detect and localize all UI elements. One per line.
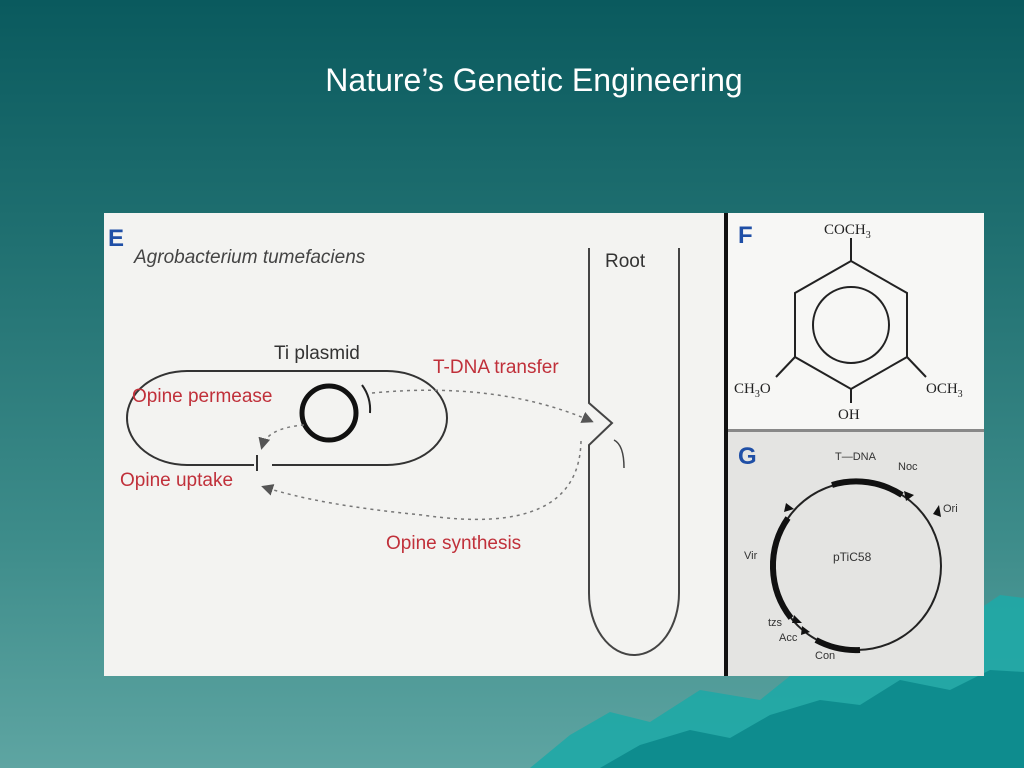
acetyl-group-label: COCH3 — [824, 222, 871, 241]
root-entry-mark — [613, 439, 625, 469]
region-label-tdna: T—DNA — [835, 451, 877, 463]
organism-label: Agrobacterium tumefaciens — [133, 247, 366, 268]
mountain-shape-front — [600, 670, 1024, 768]
panel-e-background — [104, 213, 724, 676]
opine-uptake-label: Opine uptake — [120, 470, 233, 491]
region-label-vir: Vir — [744, 550, 758, 562]
region-label-acc: Acc — [779, 632, 798, 644]
panel-f-background — [728, 213, 984, 429]
noc-marker — [904, 491, 914, 501]
opine-uptake-internal-arrow — [258, 424, 305, 450]
opine-synthesis-label: Opine synthesis — [386, 533, 521, 554]
hydroxyl-label: OH — [838, 407, 860, 423]
methoxy-right-label: OCH3 — [926, 381, 963, 400]
bond-right — [906, 356, 927, 378]
methoxy-left-label: CH3O — [734, 381, 771, 400]
tdna-segment-arc — [361, 384, 372, 414]
root-outline — [588, 248, 680, 656]
panel-divider-horizontal — [728, 429, 984, 432]
region-label-tzs: tzs — [768, 617, 783, 629]
ti-plasmid-label: Ti plasmid — [274, 343, 360, 364]
region-label-noc: Noc — [898, 461, 918, 473]
panel-g-background — [728, 432, 984, 676]
vir-region-arc — [769, 516, 794, 620]
panel-divider-vertical — [724, 213, 728, 676]
panel-e-letter: E — [108, 225, 124, 252]
ti-plasmid-ring — [299, 383, 359, 443]
bond-left — [775, 356, 796, 378]
slide-title: Nature’s Genetic Engineering — [325, 62, 743, 98]
figure-panels: E Agrobacterium tumefaciens Ti plasmid R… — [104, 213, 984, 676]
panel-g: G pTiC58 T—DNA Noc Ori Vir tzs Acc Con — [728, 432, 984, 676]
root-label: Root — [605, 251, 646, 272]
cell-membrane-gap — [254, 459, 272, 471]
acc-marker — [801, 626, 810, 635]
tzs-marker — [792, 615, 802, 623]
con-region-arc — [814, 637, 861, 654]
vir-marker — [784, 503, 794, 512]
panel-e: E Agrobacterium tumefaciens Ti plasmid R… — [104, 213, 724, 676]
plasmid-name-label: pTiC58 — [833, 550, 872, 564]
opine-permease-label: Opine permease — [132, 386, 272, 407]
tdna-region-arc — [831, 478, 904, 498]
panel-g-letter: G — [738, 443, 757, 470]
panel-f-letter: F — [738, 222, 753, 249]
region-label-ori: Ori — [943, 503, 958, 515]
tdna-transfer-label: T-DNA transfer — [433, 357, 559, 378]
region-label-con: Con — [815, 650, 835, 662]
panel-f: F COCH3 CH3O OCH3 OH — [728, 213, 984, 429]
benzene-inner-circle — [812, 286, 890, 364]
tdna-transfer-arrow — [371, 389, 594, 423]
ori-marker — [933, 505, 941, 517]
